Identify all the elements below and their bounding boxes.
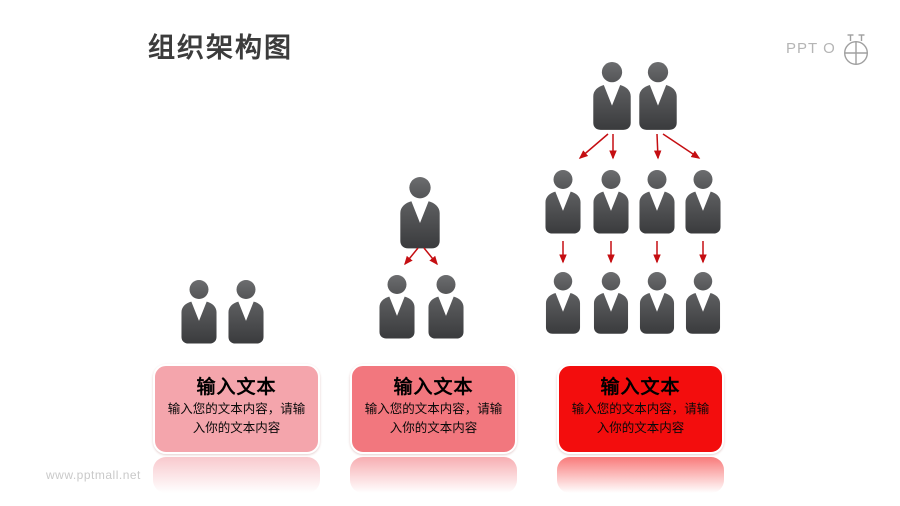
org-group-1 xyxy=(181,280,264,344)
person-icon xyxy=(228,280,264,344)
person-icon xyxy=(639,272,675,334)
person-icon xyxy=(639,170,675,234)
person-icon xyxy=(428,275,464,339)
org-group-2 xyxy=(379,177,464,339)
text-box-group-2[interactable]: 输入文本 输入您的文本内容，请输入你的文本内容 xyxy=(350,364,517,454)
text-box-body: 输入您的文本内容，请输入你的文本内容 xyxy=(167,402,306,435)
text-box-title: 输入文本 xyxy=(600,377,681,398)
person-icon xyxy=(685,170,721,234)
text-box-group-3[interactable]: 输入文本 输入您的文本内容，请输入你的文本内容 xyxy=(557,364,724,454)
person-icon xyxy=(639,61,677,130)
person-icon xyxy=(593,170,629,234)
text-box-body: 输入您的文本内容，请输入你的文本内容 xyxy=(571,402,710,435)
org-arrows xyxy=(559,241,707,264)
person-icon xyxy=(593,272,629,334)
person-icon xyxy=(685,272,721,334)
person-icon xyxy=(593,61,631,130)
text-box-group-1[interactable]: 输入文本 输入您的文本内容，请输入你的文本内容 xyxy=(153,364,320,454)
watermark: www.pptmall.net xyxy=(46,468,141,482)
org-arrows xyxy=(404,247,438,266)
org-group-3 xyxy=(545,61,721,334)
text-box-title: 输入文本 xyxy=(196,377,277,398)
page-title: 组织架构图 xyxy=(148,33,293,63)
brand-logo-text: PPT O xyxy=(786,40,836,57)
person-icon xyxy=(400,177,440,249)
person-icon xyxy=(545,272,581,334)
text-box-title: 输入文本 xyxy=(393,377,474,398)
person-icon xyxy=(181,280,217,344)
brand-logo: PPT O xyxy=(786,30,872,68)
circle-cross-mall-icon xyxy=(843,34,868,66)
person-icon xyxy=(379,275,415,339)
org-arrows xyxy=(578,133,701,160)
person-icon xyxy=(545,170,581,234)
text-box-body: 输入您的文本内容，请输入你的文本内容 xyxy=(364,402,503,435)
